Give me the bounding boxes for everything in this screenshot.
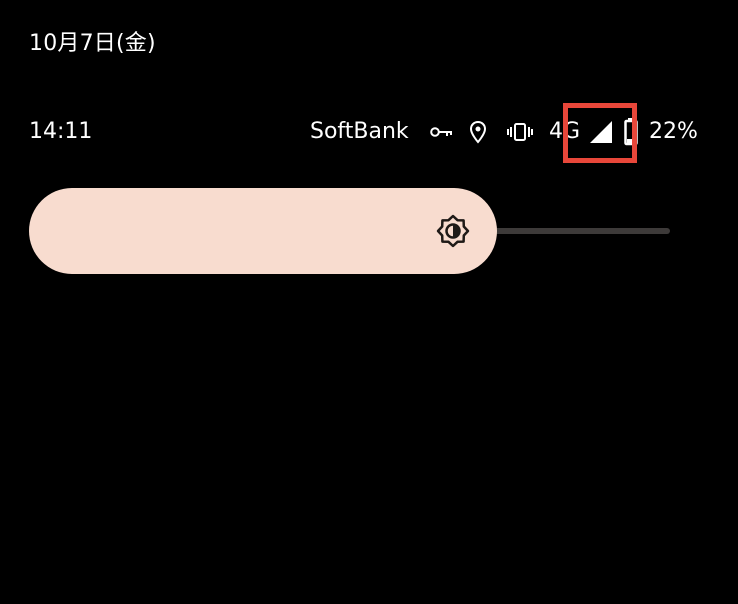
brightness-slider-track[interactable] [490,228,670,234]
carrier-name: SoftBank [310,119,409,144]
brightness-icon [436,214,470,252]
network-type: 4G [549,119,581,144]
battery-icon [624,118,638,146]
clock: 14:11 [29,119,93,144]
location-icon [469,120,487,144]
vpn-key-icon [430,126,454,138]
signal-icon [589,120,613,144]
date-label: 10月7日(金) [29,31,156,56]
status-bar: 14:11 SoftBank 4G 22% [0,112,738,152]
battery-percent: 22% [649,119,698,144]
brightness-slider[interactable] [29,188,497,274]
vibrate-icon [507,122,533,142]
